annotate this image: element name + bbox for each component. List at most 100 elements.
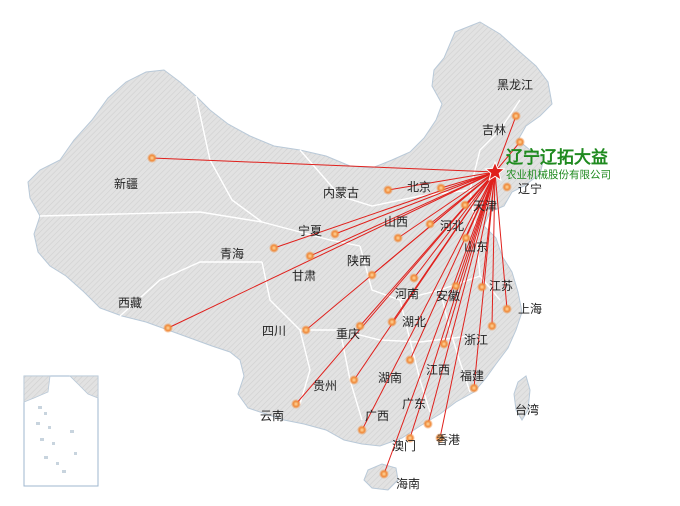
route-line: [273, 171, 496, 249]
province-marker: [387, 317, 397, 327]
province-marker: [502, 304, 512, 314]
province-label: 北京: [407, 180, 431, 194]
province-label: 澳门: [392, 438, 416, 453]
route-line: [167, 171, 496, 329]
province-label: 天津: [473, 199, 497, 213]
province-label: 内蒙古: [323, 185, 359, 200]
province-marker: [425, 219, 435, 229]
province-label: 江西: [426, 363, 450, 377]
province-marker: [409, 273, 419, 283]
province-markers: [147, 111, 525, 479]
province-label: 宁夏: [298, 223, 322, 238]
province-label: 福建: [460, 368, 484, 383]
province-marker: [301, 325, 311, 335]
route-line: [409, 171, 496, 361]
province-marker: [439, 339, 449, 349]
province-label: 黑龙江: [497, 78, 533, 92]
route-line: [473, 171, 496, 389]
province-marker: [349, 375, 359, 385]
province-label: 湖南: [378, 370, 402, 385]
province-marker: [383, 185, 393, 195]
route-line: [305, 171, 496, 331]
province-label: 湖北: [402, 314, 426, 329]
route-line: [353, 171, 496, 381]
province-marker: [379, 469, 389, 479]
province-label: 海南: [396, 476, 420, 491]
route-line: [413, 171, 496, 279]
province-label: 台湾: [515, 402, 539, 417]
province-label: 新疆: [114, 176, 138, 191]
province-marker: [423, 419, 433, 429]
route-line: [491, 171, 496, 327]
province-marker: [405, 433, 415, 443]
province-marker: [435, 433, 445, 443]
province-label: 广西: [365, 409, 389, 423]
province-marker: [163, 323, 173, 333]
province-label: 西藏: [118, 296, 142, 310]
province-marker: [367, 270, 377, 280]
province-marker: [436, 183, 446, 193]
province-label: 江苏: [489, 279, 513, 293]
route-line: [397, 171, 496, 239]
province-marker: [477, 282, 487, 292]
hub-star-icon: [484, 160, 506, 182]
province-label: 吉林: [482, 123, 506, 137]
province-marker: [357, 425, 367, 435]
route-line: [295, 171, 496, 405]
province-marker: [405, 355, 415, 365]
route-line: [443, 171, 496, 345]
province-label: 辽宁: [518, 181, 542, 196]
province-marker: [502, 182, 512, 192]
company-name: 辽宁辽拓大益: [506, 147, 608, 168]
province-label: 河南: [395, 286, 419, 301]
route-line: [309, 171, 496, 257]
route-line: [494, 115, 517, 173]
province-marker: [393, 233, 403, 243]
province-marker: [269, 243, 279, 253]
province-label: 甘肃: [292, 269, 316, 283]
province-label: 山东: [464, 240, 488, 254]
route-line: [494, 171, 508, 310]
province-marker: [469, 383, 479, 393]
route-line: [494, 141, 521, 173]
province-label: 四川: [262, 324, 286, 338]
province-label: 河北: [440, 219, 464, 233]
province-marker: [451, 281, 461, 291]
province-marker: [355, 321, 365, 331]
province-marker: [330, 229, 340, 239]
route-line: [439, 171, 496, 439]
south-china-sea-inset: [23, 375, 99, 487]
province-label: 安徽: [436, 288, 460, 303]
company-subtitle: 农业机械股份有限公司: [506, 168, 611, 181]
province-label: 重庆: [336, 327, 360, 341]
province-marker: [147, 153, 157, 163]
province-label: 贵州: [313, 379, 337, 393]
province-marker: [461, 233, 471, 243]
province-marker: [305, 251, 315, 261]
province-marker: [515, 137, 525, 147]
province-marker: [460, 200, 470, 210]
route-line: [427, 171, 496, 425]
province-label: 上海: [518, 301, 542, 316]
province-label: 香港: [436, 433, 460, 447]
province-label: 陕西: [347, 253, 371, 268]
province-label: 浙江: [464, 333, 488, 347]
province-label: 青海: [220, 246, 244, 261]
route-line: [383, 171, 496, 475]
province-marker: [511, 111, 521, 121]
route-line: [387, 171, 496, 191]
province-label: 云南: [260, 408, 284, 423]
province-label: 广东: [402, 397, 426, 411]
province-label: 山西: [384, 215, 408, 229]
province-marker: [487, 321, 497, 331]
route-line: [334, 171, 496, 235]
taiwan-island: [513, 375, 531, 421]
route-line: [151, 157, 496, 173]
route-line: [361, 171, 496, 431]
province-marker: [291, 399, 301, 409]
china-landmass: [27, 21, 553, 447]
distribution-routes: [151, 115, 521, 475]
